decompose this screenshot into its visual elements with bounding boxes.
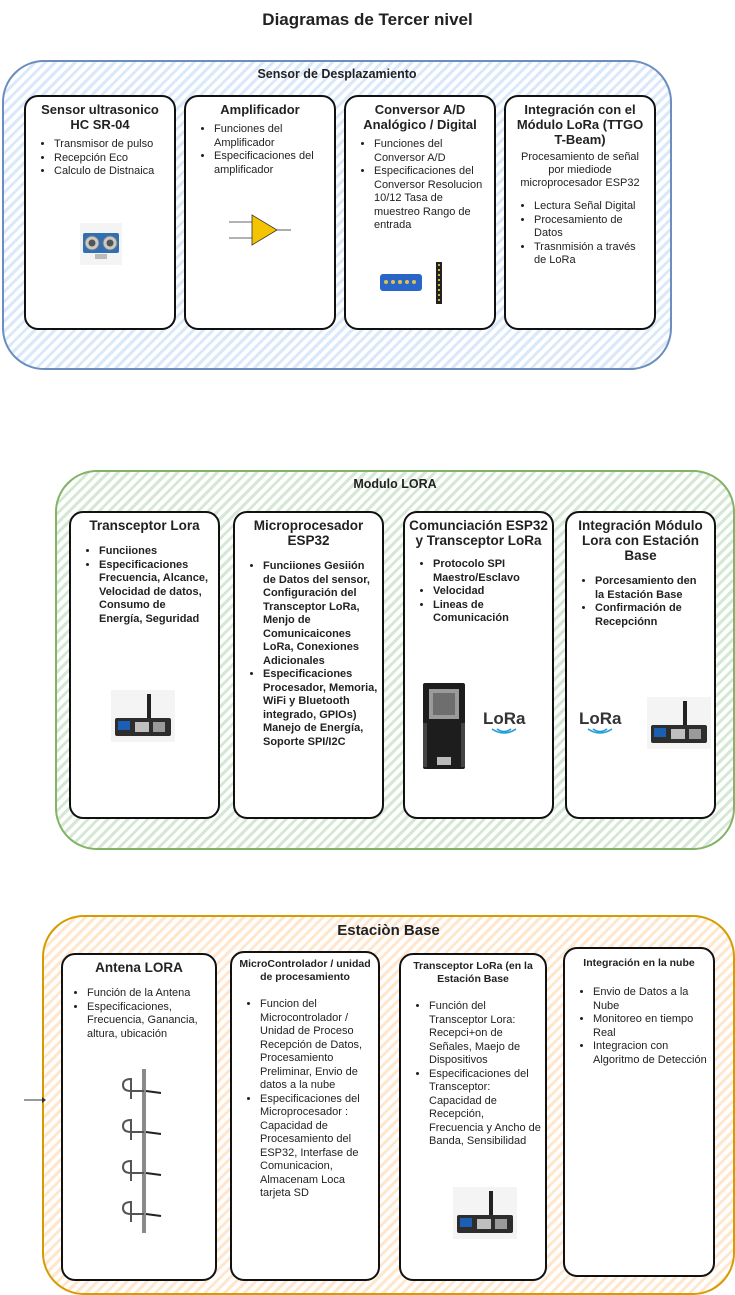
card-list: Funciones del Amplificador Especificacio… bbox=[186, 123, 334, 177]
card-integracion-lora: Integración con el Módulo LoRa (TTGO T-B… bbox=[504, 95, 656, 330]
list-item: Especificaciones del Transceptor: Capaci… bbox=[429, 1068, 541, 1149]
esp32-board-image bbox=[423, 683, 465, 769]
group-title-sensor: Sensor de Desplazamiento bbox=[257, 67, 417, 81]
card-list: Funciiones Gesiión de Datos del sensor, … bbox=[235, 560, 382, 749]
card-intro: Procesamiento de señal por miediode micr… bbox=[520, 151, 640, 189]
list-item: Especificaciones del Conversor Resolucio… bbox=[374, 165, 488, 233]
card-list: Funciiones Especificaciones Frecuencia, … bbox=[71, 545, 218, 626]
list-item: Especificaciones del amplificador bbox=[214, 150, 328, 177]
list-item: Protocolo SPI Maestro/Esclavo bbox=[433, 558, 546, 585]
list-item: Especificaciones, Frecuencia, Ganancia, … bbox=[87, 1001, 209, 1042]
card-conversor-ad: Conversor A/D Analógico / Digital Funcio… bbox=[344, 95, 496, 330]
card-antena-lora: Antena LORA Función de la Antena Especif… bbox=[61, 953, 217, 1281]
amplifier-symbol-image bbox=[219, 209, 309, 251]
antenna-image bbox=[121, 1069, 162, 1233]
list-item: Procesamiento de Datos bbox=[534, 214, 648, 241]
ttgo-tbeam-image bbox=[111, 690, 175, 742]
card-title: Transceptor Lora bbox=[89, 518, 200, 533]
card-title: Amplificador bbox=[220, 102, 300, 117]
card-transceptor-estacion: Transceptor LoRa (en la Estación Base Fu… bbox=[399, 953, 547, 1281]
card-list: Lectura Señal Digital Procesamiento de D… bbox=[506, 200, 654, 268]
ttgo-tbeam-image bbox=[453, 1187, 517, 1239]
list-item: Envio de Datos a la Nube bbox=[593, 986, 709, 1013]
list-item: Transmisor de pulso bbox=[54, 138, 168, 152]
card-title: Microprocesador ESP32 bbox=[253, 518, 364, 548]
ultrasonic-sensor-image bbox=[80, 223, 122, 265]
card-list: Funcion del Microcontrolador / Unidad de… bbox=[232, 998, 378, 1201]
list-item: Función del Transceptor Lora: Recepci+on… bbox=[429, 1000, 541, 1068]
list-item: Lineas de Comunicación bbox=[433, 599, 546, 626]
card-microprocesador-esp32: Microprocesador ESP32 Funciiones Gesiión… bbox=[233, 511, 384, 819]
card-list: Protocolo SPI Maestro/Esclavo Velocidad … bbox=[405, 558, 552, 626]
list-item: Integracion con Algoritmo de Detección bbox=[593, 1040, 709, 1067]
card-list: Función del Transceptor Lora: Recepci+on… bbox=[401, 1000, 545, 1149]
card-title: Sensor ultrasonico HC SR-04 bbox=[41, 102, 159, 132]
card-comunicacion-esp32-lora: Comunciación ESP32 y Transceptor LoRa Pr… bbox=[403, 511, 554, 819]
card-title: Antena LORA bbox=[95, 960, 183, 975]
card-microcontrolador: MicroControlador / unidad de procesamien… bbox=[230, 951, 380, 1281]
group-title-base: Estaciòn Base bbox=[337, 922, 440, 939]
list-item: Velocidad bbox=[433, 585, 546, 599]
list-item: Especificaciones del Microprocesador : C… bbox=[260, 1093, 374, 1201]
card-integracion-estacion-base: Integración Módulo Lora con Estación Bas… bbox=[565, 511, 716, 819]
list-item: Especificaciones Frecuencia, Alcance, Ve… bbox=[99, 559, 212, 627]
card-title: Integración Módulo Lora con Estación Bas… bbox=[578, 518, 703, 563]
lora-logo: LoRa bbox=[483, 709, 526, 728]
list-item: Funcion del Microcontrolador / Unidad de… bbox=[260, 998, 374, 1093]
lora-waves-icon bbox=[587, 728, 613, 734]
card-list: Envio de Datos a la Nube Monitoreo en ti… bbox=[565, 986, 713, 1067]
card-list: Funciones del Conversor A/D Especificaci… bbox=[346, 138, 494, 233]
adc-module-image bbox=[372, 254, 472, 312]
card-title: Conversor A/D Analógico / Digital bbox=[363, 102, 477, 132]
list-item: Lectura Señal Digital bbox=[534, 200, 648, 214]
card-title: Comunciación ESP32 y Transceptor LoRa bbox=[409, 518, 548, 548]
list-item: Funciones del Conversor A/D bbox=[374, 138, 488, 165]
list-item: Funciiones bbox=[99, 545, 212, 559]
list-item: Calculo de Distnaica bbox=[54, 165, 168, 179]
card-title: MicroControlador / unidad de procesamien… bbox=[239, 958, 371, 983]
card-title: Integración en la nube bbox=[583, 957, 695, 969]
diagram-title: Diagramas de Tercer nivel bbox=[262, 10, 473, 29]
card-list: Porcesamiento den la Estación Base Confi… bbox=[567, 575, 714, 629]
list-item: Función de la Antena bbox=[87, 987, 209, 1001]
card-amplificador: Amplificador Funciones del Amplificador … bbox=[184, 95, 336, 330]
card-integracion-nube: Integración en la nube Envio de Datos a … bbox=[563, 947, 715, 1277]
card-ultrasonic-sensor: Sensor ultrasonico HC SR-04 Transmisor d… bbox=[24, 95, 176, 330]
card-transceptor-lora: Transceptor Lora Funciiones Especificaci… bbox=[69, 511, 220, 819]
list-item: Funciones del Amplificador bbox=[214, 123, 328, 150]
list-item: Trasnmisión a través de LoRa bbox=[534, 241, 648, 268]
ttgo-tbeam-image bbox=[647, 697, 711, 749]
arrow-icon bbox=[24, 1097, 46, 1103]
lora-waves-icon bbox=[491, 728, 517, 734]
group-title-lora: Modulo LORA bbox=[353, 477, 437, 491]
card-list: Función de la Antena Especificaciones, F… bbox=[63, 987, 215, 1041]
list-item: Confirmación de Recepciónn bbox=[595, 602, 708, 629]
list-item: Funciiones Gesiión de Datos del sensor, … bbox=[263, 560, 378, 668]
card-list: Transmisor de pulso Recepción Eco Calcul… bbox=[26, 138, 174, 179]
list-item: Especificaciones Procesador, Memoria, Wi… bbox=[263, 668, 378, 749]
lora-logo: LoRa bbox=[579, 709, 622, 728]
list-item: Recepción Eco bbox=[54, 152, 168, 166]
list-item: Porcesamiento den la Estación Base bbox=[595, 575, 708, 602]
list-item: Monitoreo en tiempo Real bbox=[593, 1013, 709, 1040]
card-title: Integración con el Módulo LoRa (TTGO T-B… bbox=[516, 102, 644, 147]
card-title: Transceptor LoRa (en la Estación Base bbox=[413, 960, 533, 985]
